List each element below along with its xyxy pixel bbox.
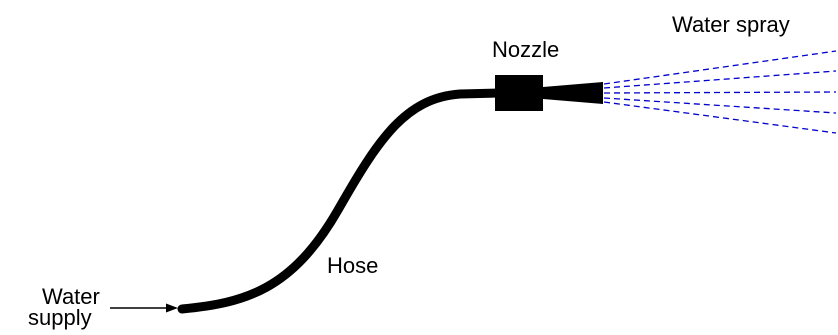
- spray-line: [603, 97, 837, 114]
- nozzle-tip: [543, 82, 603, 104]
- spray-line: [603, 91, 837, 94]
- nozzle-body: [495, 75, 543, 111]
- nozzle-label: Nozzle: [492, 37, 559, 62]
- spray-line: [603, 101, 837, 134]
- water-spray-label: Water spray: [672, 12, 790, 37]
- water-supply-label-line2: supply: [28, 305, 92, 330]
- hose: [177, 88, 505, 314]
- nozzle: [495, 75, 603, 111]
- water-supply-arrow: [110, 303, 178, 313]
- spray-line: [603, 50, 837, 85]
- water-supply-label-line1: Water: [42, 284, 100, 309]
- hose-label: Hose: [327, 253, 378, 278]
- water-spray: [603, 50, 837, 134]
- spray-line: [603, 70, 837, 89]
